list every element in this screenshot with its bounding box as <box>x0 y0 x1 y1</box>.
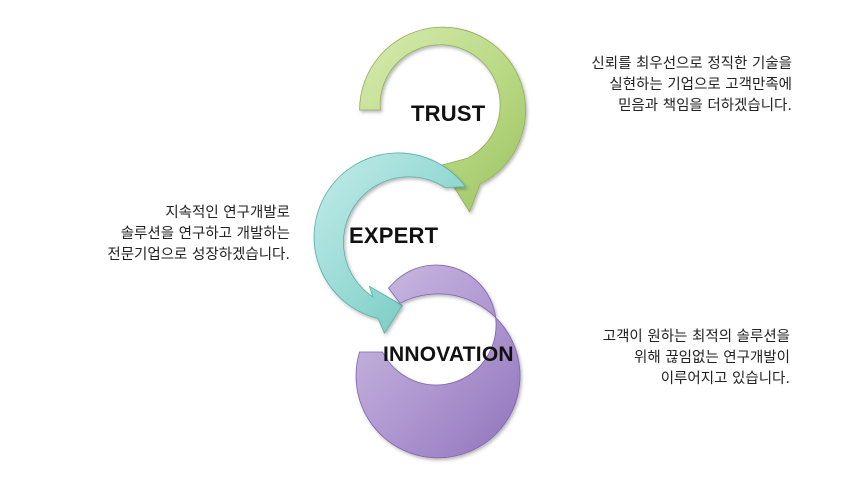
innovation-label: INNOVATION <box>383 343 514 366</box>
trust-line-2: 실현하는 기업으로 고객만족에 <box>609 77 792 93</box>
expert-description: 지속적인 연구개발로 솔루션을 연구하고 개발하는 전문기업으로 성장하겠습니다… <box>107 203 290 266</box>
expert-line-3: 전문기업으로 성장하겠습니다. <box>107 247 290 263</box>
expert-line-2: 솔루션을 연구하고 개발하는 <box>120 226 290 242</box>
innovation-arrow <box>355 264 521 459</box>
trust-label: TRUST <box>411 101 486 126</box>
trust-description: 신뢰를 최우선으로 정직한 기술을 실현하는 기업으로 고객만족에 믿음과 책임… <box>591 54 792 117</box>
trust-line-1: 신뢰를 최우선으로 정직한 기술을 <box>591 56 792 72</box>
trust-line-3: 믿음과 책임을 더하겠습니다. <box>618 98 792 114</box>
innovation-line-1: 고객이 원하는 최적의 솔루션을 <box>602 329 790 345</box>
expert-label: EXPERT <box>349 223 439 248</box>
trust-arrow <box>359 26 526 213</box>
expert-arrow <box>313 152 467 335</box>
innovation-line-2: 위해 끊임없는 연구개발이 <box>634 350 790 366</box>
innovation-line-3: 이루어지고 있습니다. <box>660 371 790 387</box>
expert-line-1: 지속적인 연구개발로 <box>165 205 290 221</box>
innovation-description: 고객이 원하는 최적의 솔루션을 위해 끊임없는 연구개발이 이루어지고 있습니… <box>603 327 790 390</box>
